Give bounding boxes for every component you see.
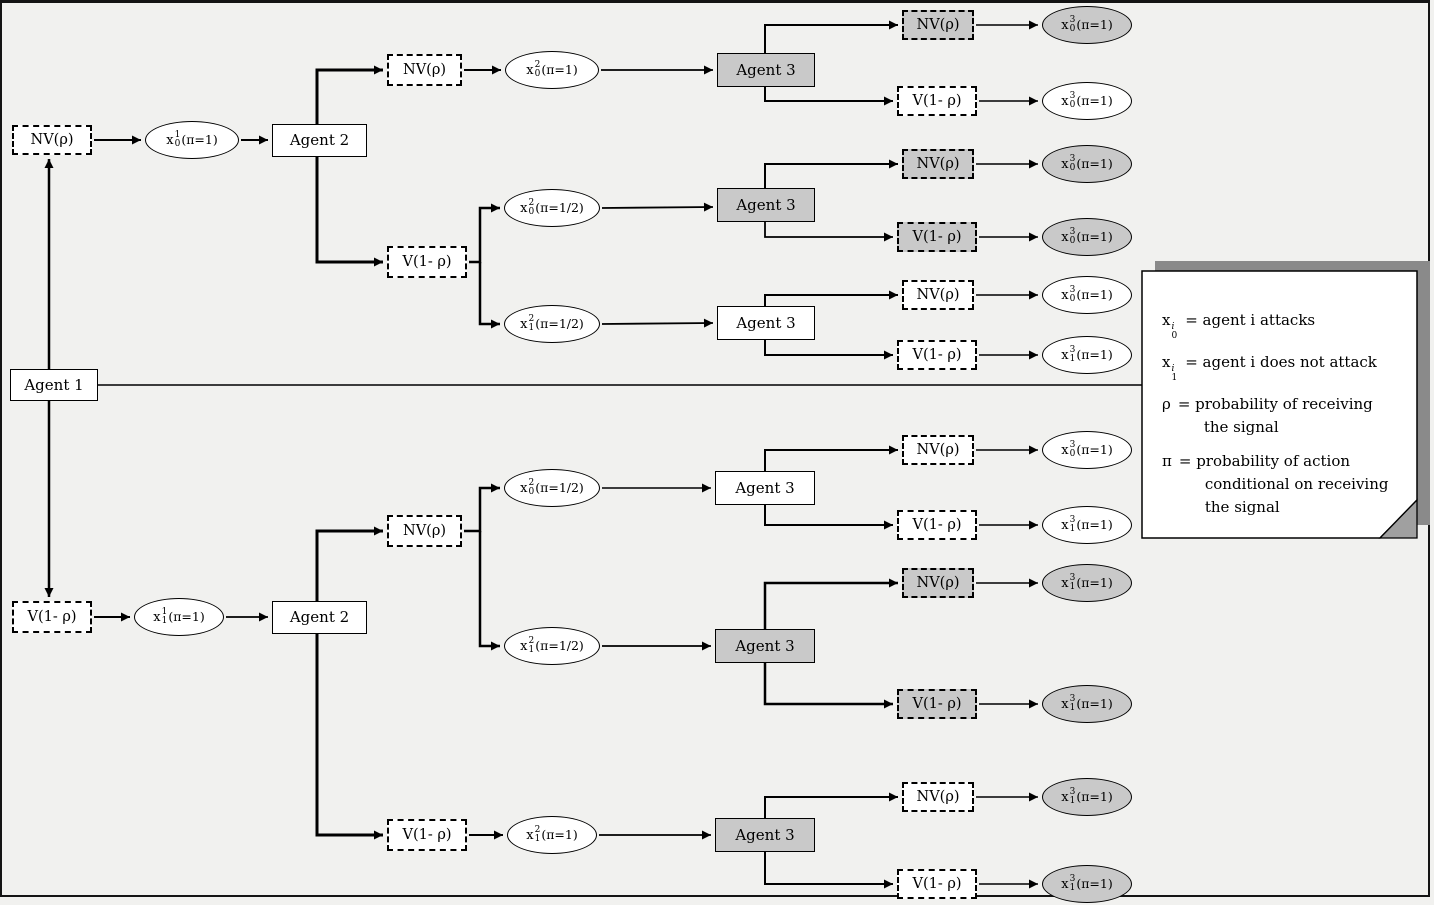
branch — [764, 20, 898, 53]
legend-text: = agent i does not attack — [1185, 353, 1377, 372]
branch — [764, 445, 898, 471]
branch — [764, 792, 898, 818]
branch — [315, 634, 383, 840]
branch — [763, 578, 898, 629]
legend-text: = probability of receiving the signal — [1177, 395, 1373, 437]
diagram-edges-layer — [44, 20, 1430, 889]
branch — [764, 852, 893, 889]
legend-symbol: ρ — [1162, 395, 1171, 414]
branch — [478, 262, 500, 329]
legend-text: = agent i attacks — [1185, 311, 1316, 329]
branch — [764, 222, 893, 242]
branch — [469, 203, 500, 264]
branch — [315, 65, 383, 124]
action-arrow — [601, 202, 714, 212]
legend-text: = probability of action conditional on r… — [1178, 452, 1389, 517]
branch — [764, 340, 893, 360]
legend-item-rho: ρ = probability of receiving the signal — [1162, 393, 1414, 439]
branch — [764, 87, 893, 106]
branch — [315, 526, 383, 601]
note-fold-corner — [1378, 498, 1418, 539]
branch — [763, 663, 893, 709]
legend-symbol: π — [1162, 452, 1172, 471]
branch — [464, 483, 500, 533]
branch — [315, 157, 383, 267]
branch — [764, 505, 893, 530]
branch — [764, 159, 898, 188]
action-arrow — [601, 318, 714, 328]
branch — [478, 531, 500, 651]
branch — [764, 290, 898, 306]
legend-item-pi: π = probability of action conditional on… — [1162, 450, 1414, 519]
